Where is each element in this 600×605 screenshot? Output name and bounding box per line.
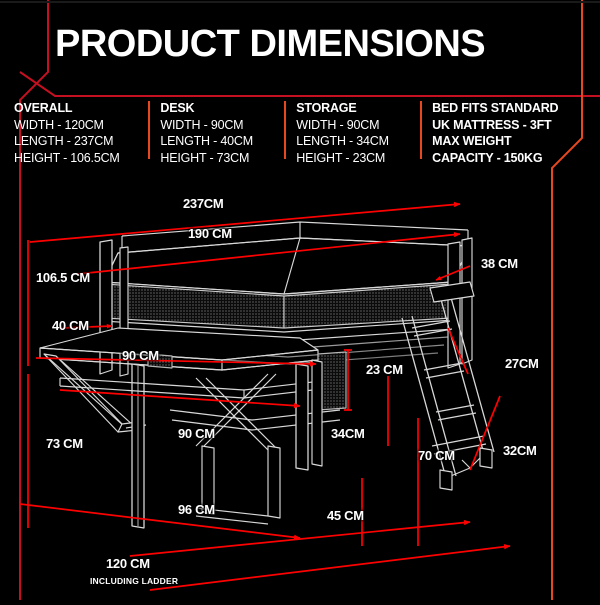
label-90cm-desk: 90 CM (122, 348, 159, 363)
label-90cm-storage: 90 CM (178, 426, 215, 441)
spec-line: CAPACITY - 150KG (432, 150, 543, 165)
dimline-120cm-a (129, 519, 471, 557)
spec-line: LENGTH - 40CM (160, 134, 253, 148)
spec-heading: STORAGE (296, 101, 357, 115)
spec-column-overall: OVERALL WIDTH - 120CM LENGTH - 237CM HEI… (14, 100, 146, 166)
spec-line: LENGTH - 237CM (14, 134, 114, 148)
dimension-lines (19, 201, 511, 591)
dimline-32cm (469, 395, 501, 471)
spec-line: HEIGHT - 106.5CM (14, 150, 120, 165)
spec-line: HEIGHT - 23CM (296, 150, 386, 165)
bed-dimension-diagram: 237CM 190 CM 106.5 CM 40 CM 38 CM 90 CM … (0, 178, 600, 600)
label-32cm: 32CM (503, 443, 537, 458)
spec-heading: DESK (160, 101, 195, 115)
spec-line: LENGTH - 34CM (296, 134, 389, 148)
spec-divider (284, 101, 287, 159)
spec-line: UK MATTRESS - 3FT (432, 117, 552, 132)
spec-line: MAX WEIGHT (432, 134, 512, 148)
label-34cm: 34CM (331, 426, 365, 441)
label-106-5cm: 106.5 CM (36, 270, 90, 285)
bed-line-drawing (19, 201, 511, 591)
label-38cm: 38 CM (481, 256, 518, 271)
label-120cm: 120 CM (106, 556, 150, 571)
label-73cm: 73 CM (46, 436, 83, 451)
label-96cm: 96 CM (178, 502, 215, 517)
bed-frame-geometry (39, 221, 495, 529)
spec-divider (420, 101, 423, 159)
spec-line: WIDTH - 90CM (296, 117, 380, 132)
spec-line: HEIGHT - 73CM (160, 150, 250, 165)
label-70cm: 70 CM (418, 448, 455, 463)
specifications-row: OVERALL WIDTH - 120CM LENGTH - 237CM HEI… (14, 100, 589, 166)
label-including-ladder: INCLUDING LADDER (90, 576, 179, 586)
label-45cm: 45 CM (327, 508, 364, 523)
dimline-120cm-b (149, 544, 511, 591)
label-27cm: 27CM (505, 356, 539, 371)
label-23cm: 23 CM (366, 362, 403, 377)
dimline-38cm (435, 265, 471, 281)
spec-divider (148, 101, 151, 159)
label-40cm: 40 CM (52, 318, 89, 333)
spec-column-storage: STORAGE WIDTH - 90CM LENGTH - 34CM HEIGH… (282, 100, 418, 166)
label-190cm: 190 CM (188, 226, 232, 241)
spec-line: WIDTH - 90CM (160, 117, 244, 132)
spec-column-desk: DESK WIDTH - 90CM LENGTH - 40CM HEIGHT -… (146, 100, 282, 166)
dimline-237cm (29, 201, 461, 243)
frame-title-underline (19, 71, 600, 97)
page-title: PRODUCT DIMENSIONS (55, 23, 486, 65)
spec-heading: BED FITS STANDARD (432, 101, 559, 115)
spec-heading: OVERALL (14, 101, 73, 115)
dimline-190cm (77, 231, 461, 275)
spec-line: WIDTH - 120CM (14, 117, 104, 132)
spec-column-mattress: BED FITS STANDARD UK MATTRESS - 3FT MAX … (418, 100, 589, 166)
dimline-40cm (61, 323, 113, 329)
dimline-90cm-storage (59, 389, 301, 409)
dimline-96cm (19, 503, 301, 540)
dimline-90cm-desk (35, 357, 317, 367)
dimline-27cm (447, 327, 469, 375)
label-237cm: 237CM (183, 196, 224, 211)
